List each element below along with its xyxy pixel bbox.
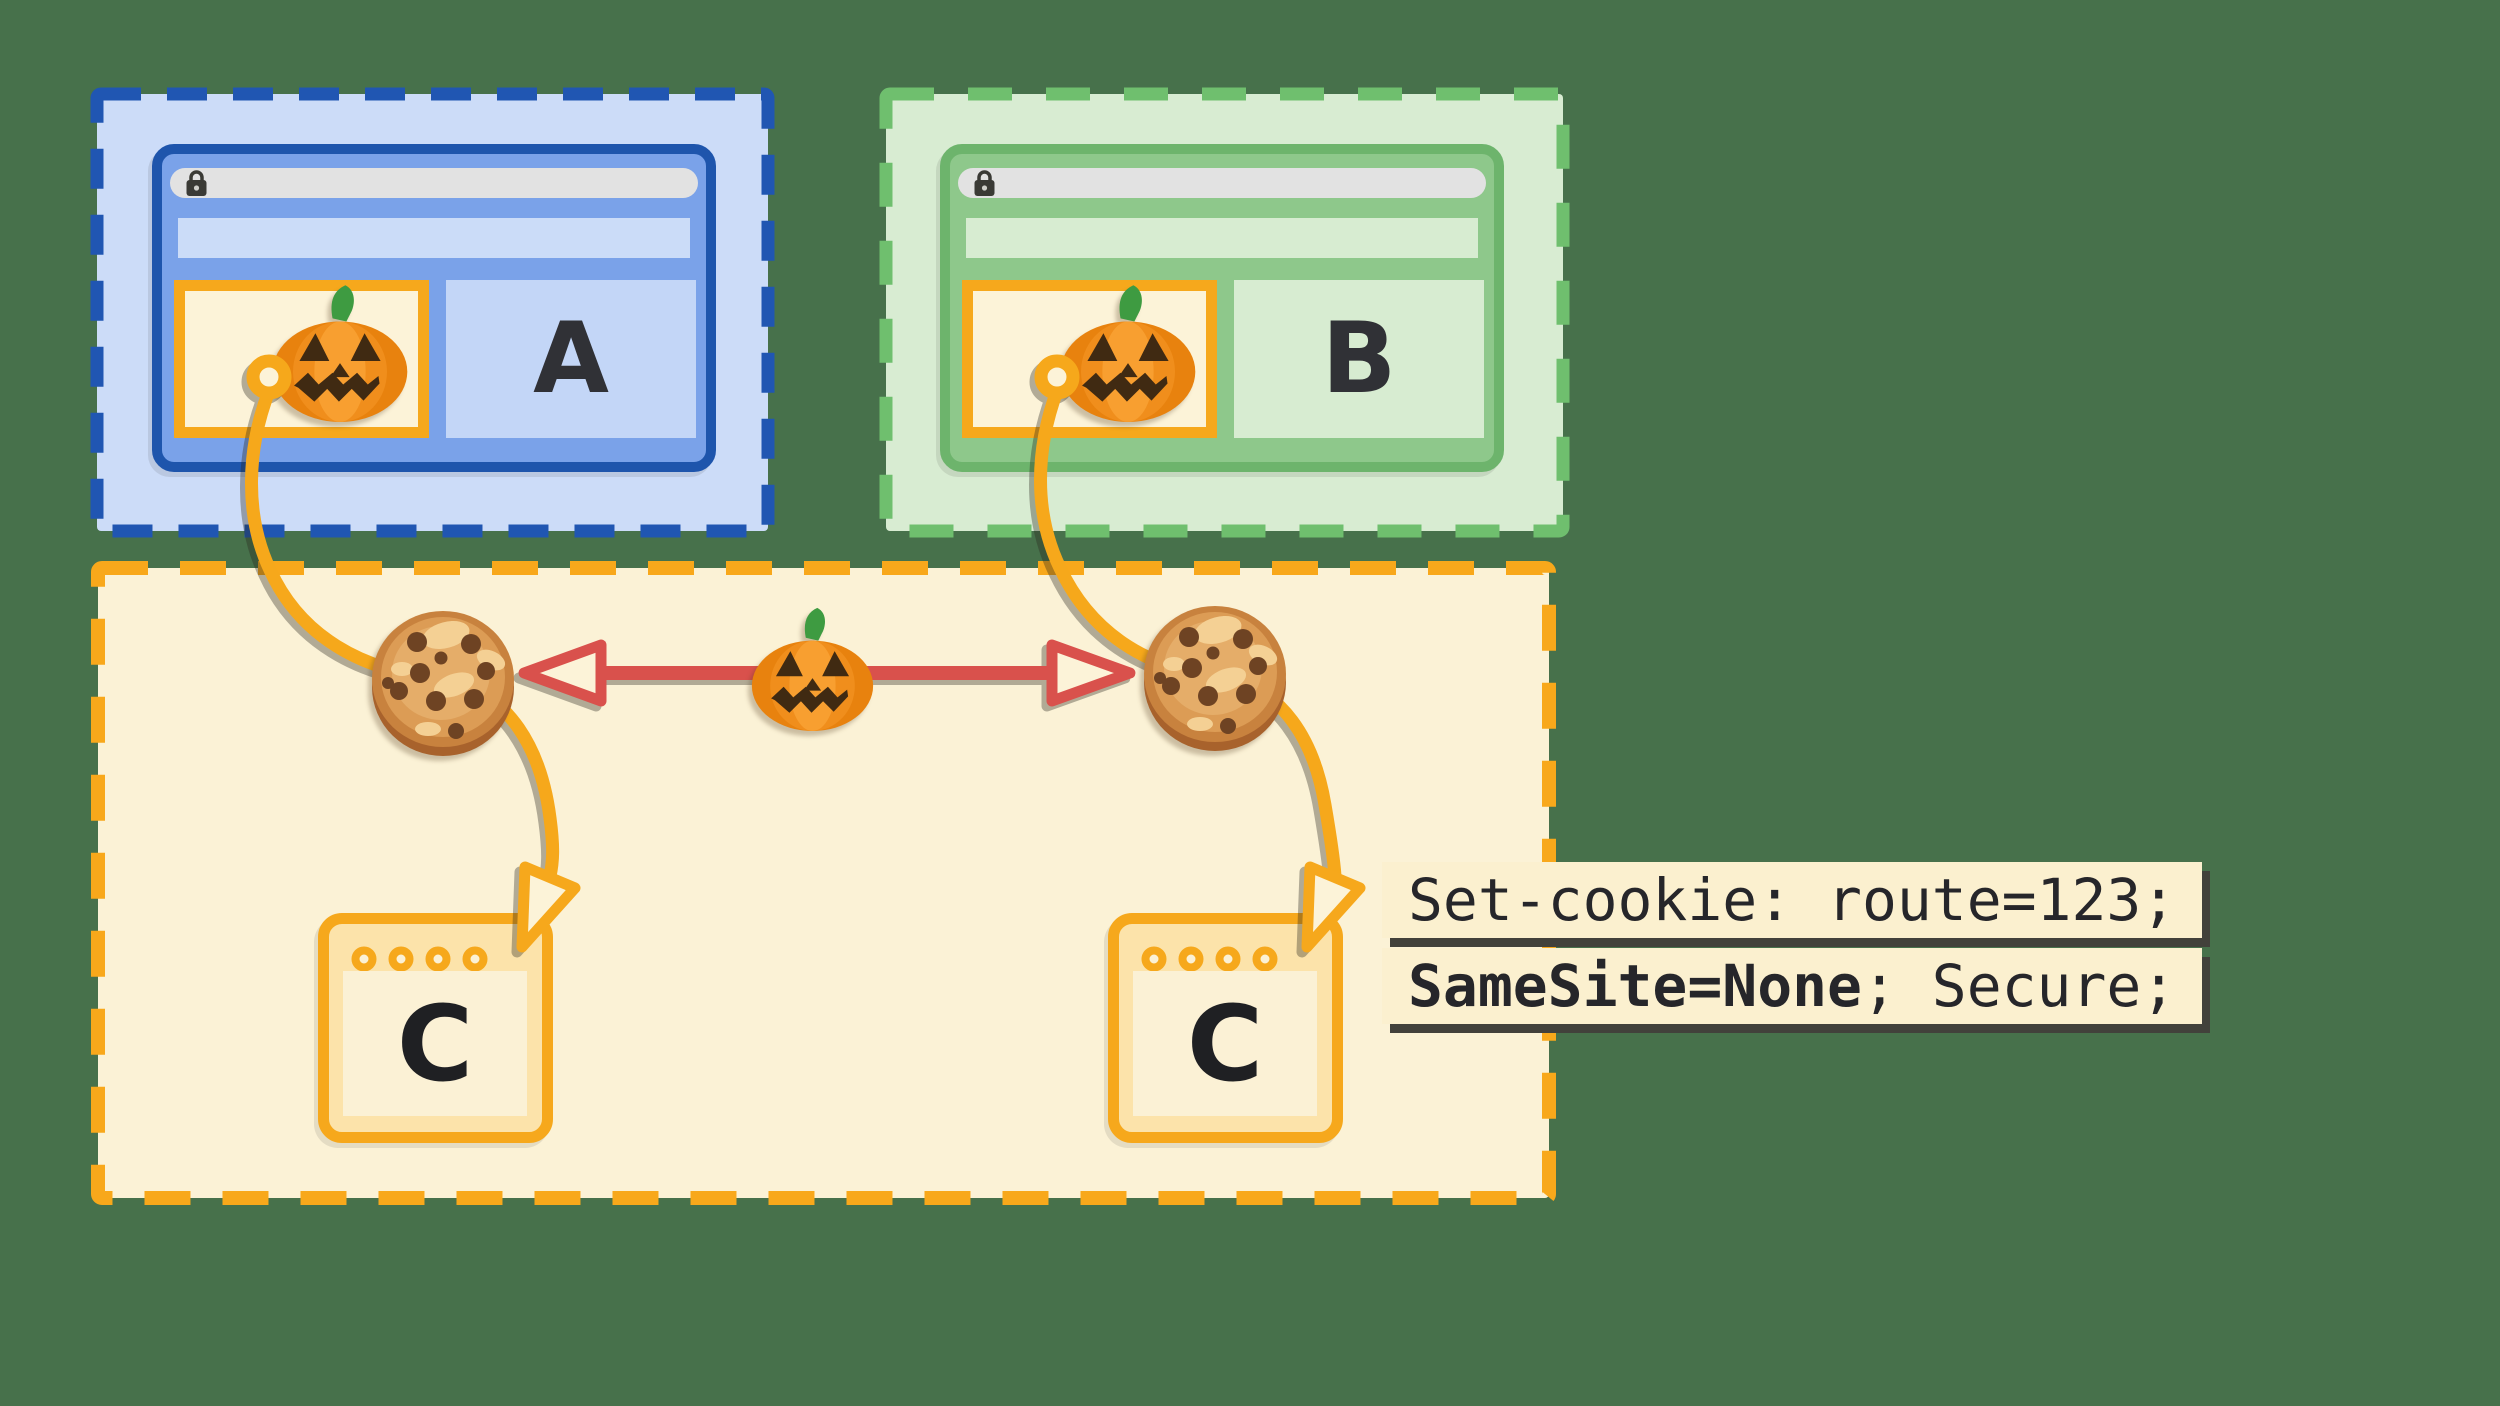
cookie-icon	[372, 611, 514, 756]
pumpkin-icon	[751, 607, 874, 732]
page-panel-b: B	[1234, 280, 1484, 438]
site-c-label: C	[1186, 982, 1264, 1105]
samesite-none-text: SameSite=None	[1408, 952, 1862, 1020]
lock-icon	[184, 170, 209, 198]
window-dots-icon	[351, 946, 488, 972]
cookie-icon	[1144, 606, 1286, 751]
page-panel-a: A	[446, 280, 696, 438]
site-c-label: C	[396, 982, 474, 1105]
browser-window-site-a: A	[152, 144, 716, 472]
window-dots-icon	[1141, 946, 1278, 972]
set-cookie-text: Set-cookie: route=123;	[1408, 866, 2177, 934]
page-header-band-a	[178, 218, 690, 258]
url-bar-b	[958, 168, 1486, 198]
url-bar-a	[170, 168, 698, 198]
server-c-content: C	[343, 971, 527, 1116]
lock-icon	[972, 170, 997, 198]
site-b-label: B	[1321, 302, 1397, 416]
pumpkin-icon	[1060, 285, 1196, 422]
browser-window-site-b: B	[940, 144, 1504, 472]
server-c-content: C	[1133, 971, 1317, 1116]
server-window-c-right: C	[1108, 913, 1343, 1143]
arrowhead-icon	[518, 639, 607, 707]
secure-text: ; Secure;	[1861, 952, 2177, 1020]
server-window-c-left: C	[318, 913, 553, 1143]
set-cookie-header-line1: Set-cookie: route=123;	[1382, 862, 2203, 938]
arrowhead-icon	[1046, 639, 1136, 707]
page-header-band-b	[966, 218, 1478, 258]
set-cookie-header-line2: SameSite=None; Secure;	[1382, 948, 2203, 1024]
pumpkin-icon	[272, 285, 408, 422]
site-a-label: A	[533, 302, 609, 416]
